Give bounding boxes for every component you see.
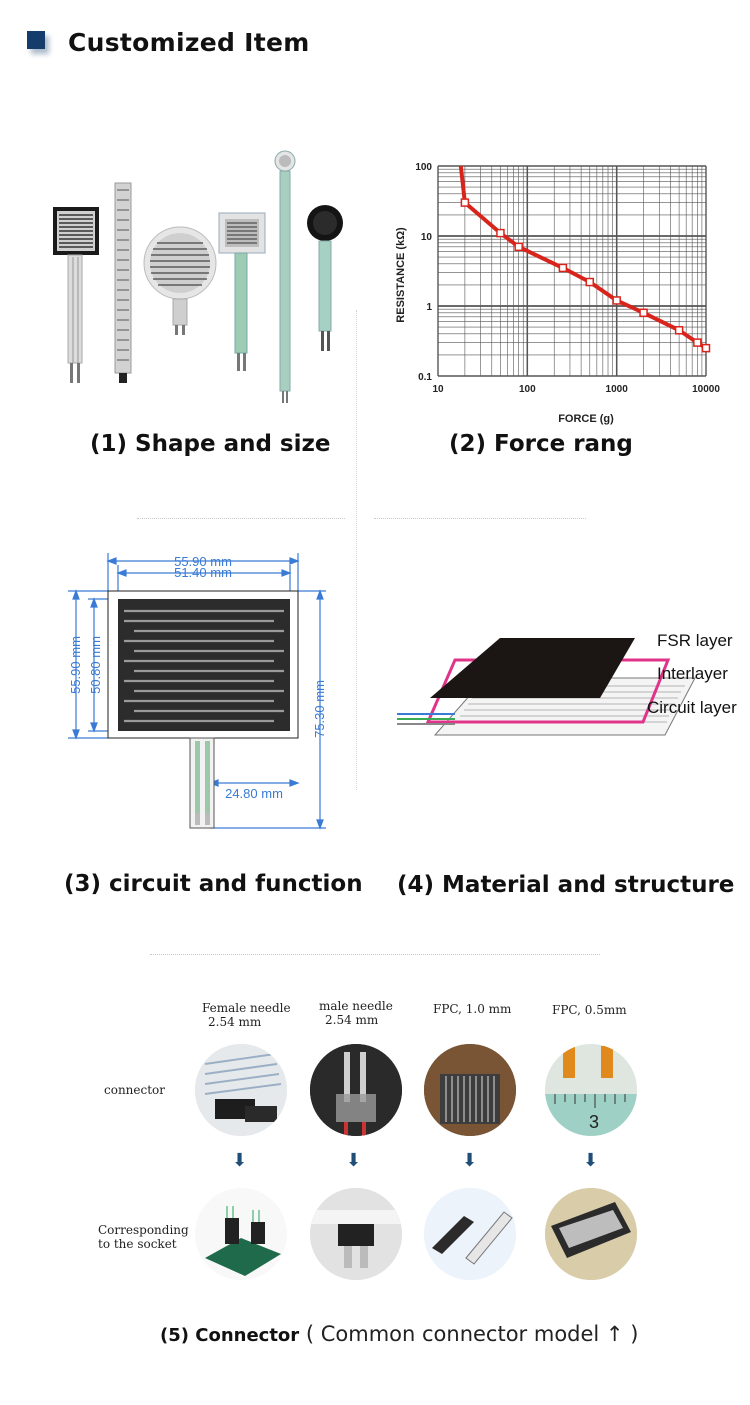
round-sensor	[143, 226, 217, 335]
fpc-05mm-socket-photo	[545, 1188, 637, 1280]
section-3-caption: (3) circuit and function	[64, 871, 363, 897]
connector-label-4: FPC, 0.5mm	[552, 1003, 627, 1017]
connector-1-line2: 2.54 mm	[208, 1015, 262, 1029]
layer-structure-diagram: FSR layer Interlayer Circuit layer	[397, 631, 737, 736]
down-arrow-icon: ⬇	[462, 1150, 478, 1171]
small-square-sensor	[218, 212, 266, 371]
chart-x-tick: 10000	[692, 384, 720, 395]
chart-point	[612, 296, 621, 305]
row-label-socket-line1: Corresponding	[98, 1223, 189, 1237]
fpc-05mm-photo: 3	[545, 1044, 637, 1136]
connector-label-1: Female needle 2.54 mm	[202, 1001, 297, 1029]
divider-bottom	[150, 954, 600, 955]
chart-point	[496, 228, 505, 238]
long-round-sensor	[274, 150, 296, 403]
strip-sensor	[114, 182, 132, 383]
row-label-connector: connector	[104, 1083, 166, 1097]
chart-point	[701, 343, 711, 353]
chart-x-tick: 100	[519, 384, 536, 395]
down-arrow-icon: ⬇	[346, 1150, 362, 1171]
chart-x-label: FORCE (g)	[558, 413, 614, 425]
dim-inner-height: 50.80 mm	[88, 636, 103, 694]
fpc-1mm-photo	[424, 1044, 516, 1136]
divider-left	[137, 518, 345, 519]
male-needle-photo	[310, 1044, 402, 1136]
chart-point	[558, 263, 568, 273]
chart-point	[639, 308, 648, 318]
dim-outer-height: 55.90 mm	[68, 636, 83, 694]
chart-ticks: 10 100 1000 10000 100 10 1 0.1	[415, 162, 720, 395]
header-square-icon	[27, 31, 45, 49]
chart-point	[460, 198, 470, 207]
sensor-shapes-image	[53, 150, 343, 403]
connector-2-line1: male needle	[319, 999, 393, 1013]
connector-label-3: FPC, 1.0 mm	[433, 1002, 512, 1016]
square-sensor	[53, 207, 99, 383]
female-needle-photo	[195, 1044, 287, 1136]
page-title: Customized Item	[68, 28, 310, 57]
section-2-caption: (2) Force rang	[449, 431, 633, 457]
chart-point	[674, 326, 684, 335]
chart-y-label: RESISTANCE (kΩ)	[395, 227, 407, 323]
chart-grid	[437, 165, 707, 377]
chart-x-tick: 10	[432, 384, 444, 395]
chart-point	[585, 277, 595, 287]
connector-1-line1: Female needle	[202, 1001, 291, 1015]
chart-x-tick: 1000	[606, 384, 629, 395]
section-4-caption: (4) Material and structure	[397, 872, 735, 898]
dim-inner-width: 51.40 mm	[174, 565, 232, 580]
divider-right	[374, 518, 586, 519]
dim-total-height: 75.30 mm	[312, 680, 327, 738]
force-resistance-chart: 10 100 1000 10000 100 10 1 0.1 FORCE (g) RESIST…	[395, 162, 720, 425]
connector-caption: (5) Connector ( Common connector model ↑…	[160, 1322, 638, 1346]
row-label-socket-line2: to the socket	[98, 1237, 177, 1251]
vertical-divider	[356, 310, 357, 790]
chart-y-tick: 0.1	[418, 372, 432, 383]
layer-fsr-label: FSR layer	[657, 631, 733, 650]
row-label-socket: Corresponding to the socket	[98, 1223, 189, 1251]
layer-circuit-label: Circuit layer	[647, 698, 737, 717]
dim-tail-offset: 24.80 mm	[225, 786, 283, 801]
connector-caption-bold: (5) Connector	[160, 1325, 300, 1346]
chart-y-tick: 100	[415, 162, 432, 173]
layer-inter-label: Interlayer	[657, 664, 728, 683]
female-socket-photo	[195, 1188, 287, 1280]
connector-2-line2: 2.54 mm	[325, 1013, 379, 1027]
connector-label-2: male needle 2.54 mm	[319, 999, 409, 1027]
dim-outer-width: 55.90 mm	[174, 554, 232, 569]
black-round-sensor	[307, 205, 343, 351]
chart-point	[514, 242, 523, 252]
chart-y-tick: 1	[426, 302, 432, 313]
chart-point	[693, 338, 702, 347]
section-1-caption: (1) Shape and size	[90, 431, 331, 457]
dimension-drawing: 55.90 mm 51.40 mm 55.90 mm 50.80 mm 75.3…	[68, 553, 327, 830]
down-arrow-icon: ⬇	[583, 1150, 599, 1171]
ruler-number: 3	[589, 1112, 599, 1132]
down-arrow-icon: ⬇	[232, 1150, 248, 1171]
chart-y-tick: 10	[421, 232, 433, 243]
male-socket-photo	[310, 1188, 402, 1280]
connector-caption-rest: ( Common connector model ↑ )	[299, 1322, 639, 1346]
fpc-1mm-socket-photo	[424, 1188, 516, 1280]
